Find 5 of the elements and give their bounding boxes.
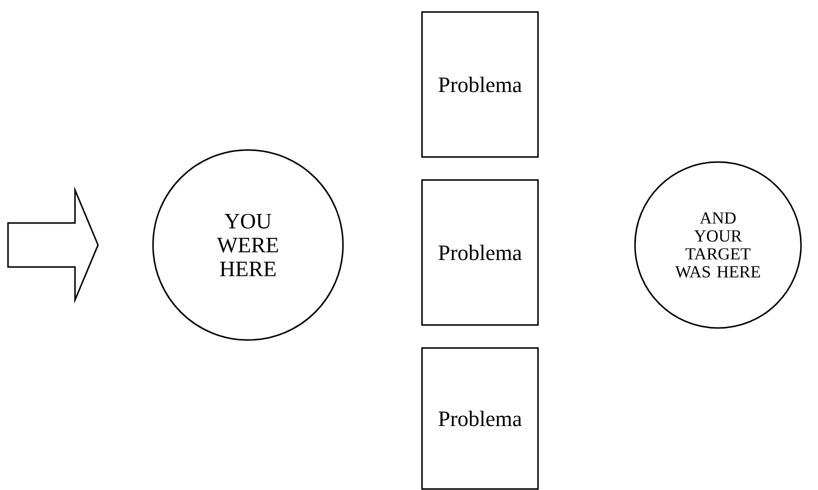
problem-box: Problema (421, 347, 539, 490)
circle-node: YOU WERE HERE (152, 149, 344, 341)
problem-box: Problema (421, 179, 539, 326)
problem-box: Problema (421, 11, 539, 158)
circle-node: AND YOUR TARGET WAS HERE (634, 161, 802, 329)
